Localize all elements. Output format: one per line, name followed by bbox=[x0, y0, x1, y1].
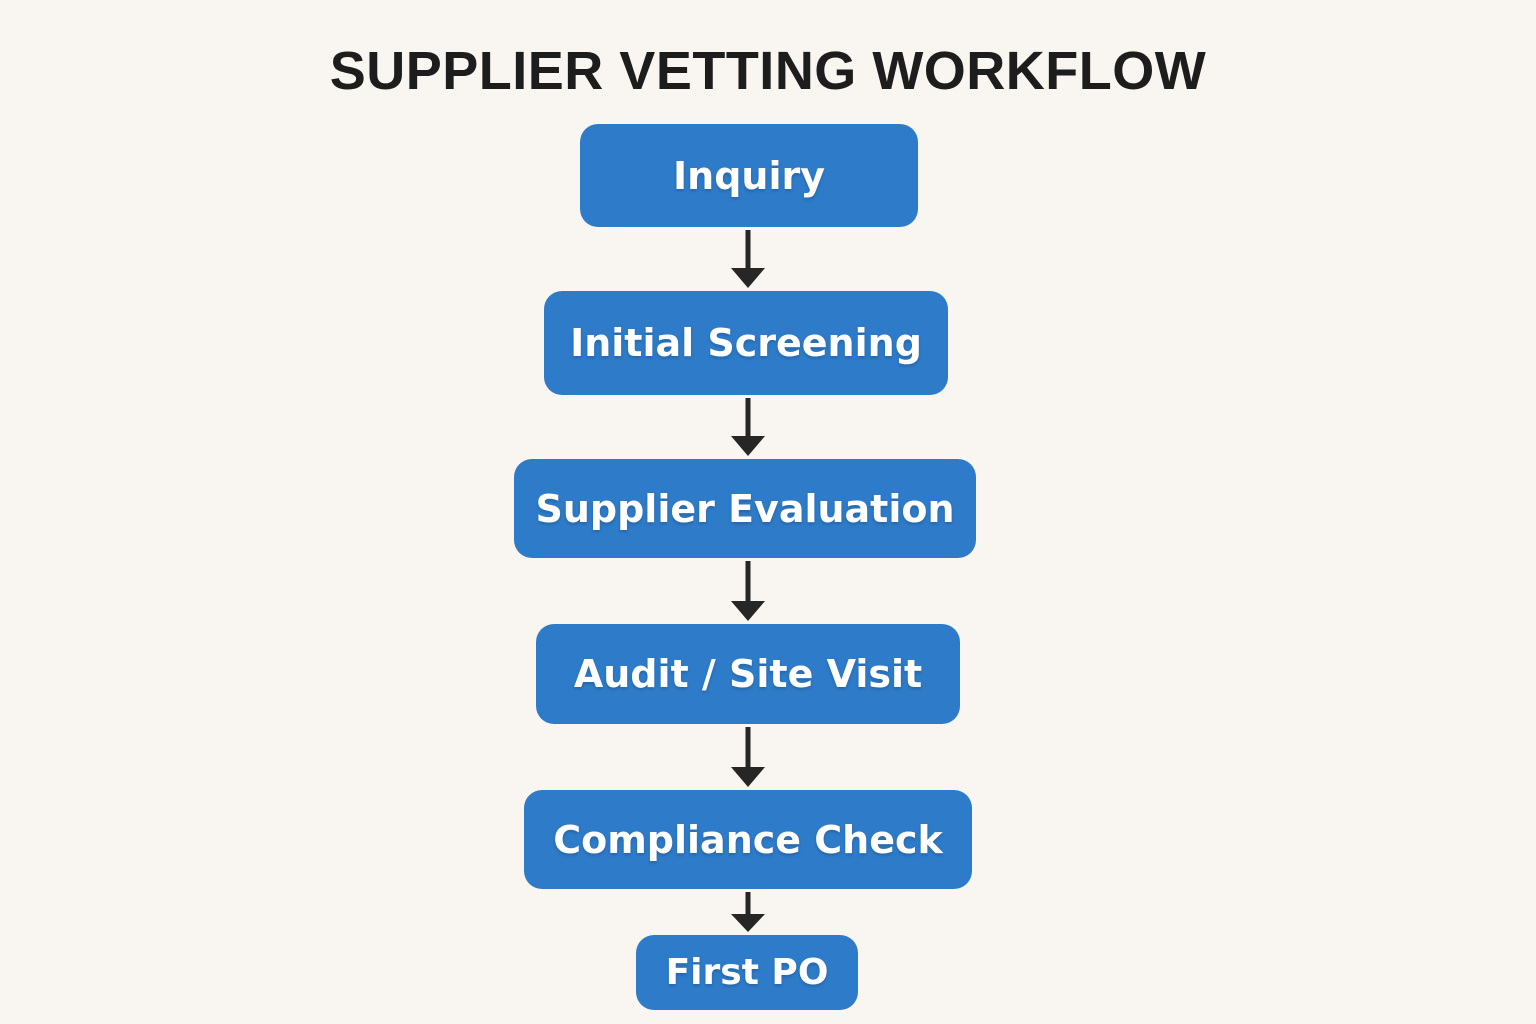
page-title: SUPPLIER VETTING WORKFLOW bbox=[329, 41, 1207, 101]
arrow-down-icon bbox=[730, 561, 766, 621]
flow-node-label: Initial Screening bbox=[570, 321, 922, 365]
flow-node-compliance-check: Compliance Check bbox=[524, 790, 972, 889]
flow-node-label: First PO bbox=[665, 952, 829, 993]
arrow-down-icon bbox=[730, 892, 766, 932]
flow-node-label: Inquiry bbox=[673, 153, 825, 198]
flow-node-label: Audit / Site Visit bbox=[573, 652, 923, 696]
arrow-down-icon bbox=[730, 727, 766, 787]
flow-node-label: Compliance Check bbox=[553, 817, 943, 862]
arrow-down-icon bbox=[730, 230, 766, 288]
flow-node-first-po: First PO bbox=[636, 935, 858, 1010]
flow-node-inquiry: Inquiry bbox=[580, 124, 918, 227]
flow-node-initial-screening: Initial Screening bbox=[544, 291, 948, 395]
arrow-down-icon bbox=[730, 398, 766, 456]
flow-node-supplier-evaluation: Supplier Evaluation bbox=[514, 459, 976, 558]
flow-node-label: Supplier Evaluation bbox=[535, 486, 955, 531]
flow-node-audit-site-visit: Audit / Site Visit bbox=[536, 624, 960, 724]
